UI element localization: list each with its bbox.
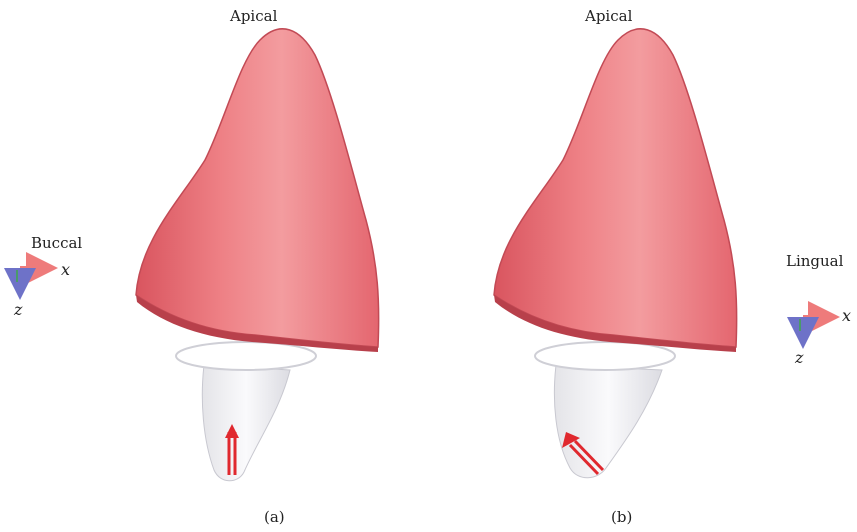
panel-a-axis-triad: [17, 268, 50, 292]
panel-b-crown: [494, 29, 737, 347]
panel-a-root: [176, 342, 316, 481]
panel-b-axis-triad: [800, 317, 832, 341]
panel-a-tooth: [136, 29, 379, 481]
panel-a-crown: [136, 29, 379, 347]
panel-b-tooth: [494, 29, 737, 478]
panel-b-root: [535, 342, 675, 478]
